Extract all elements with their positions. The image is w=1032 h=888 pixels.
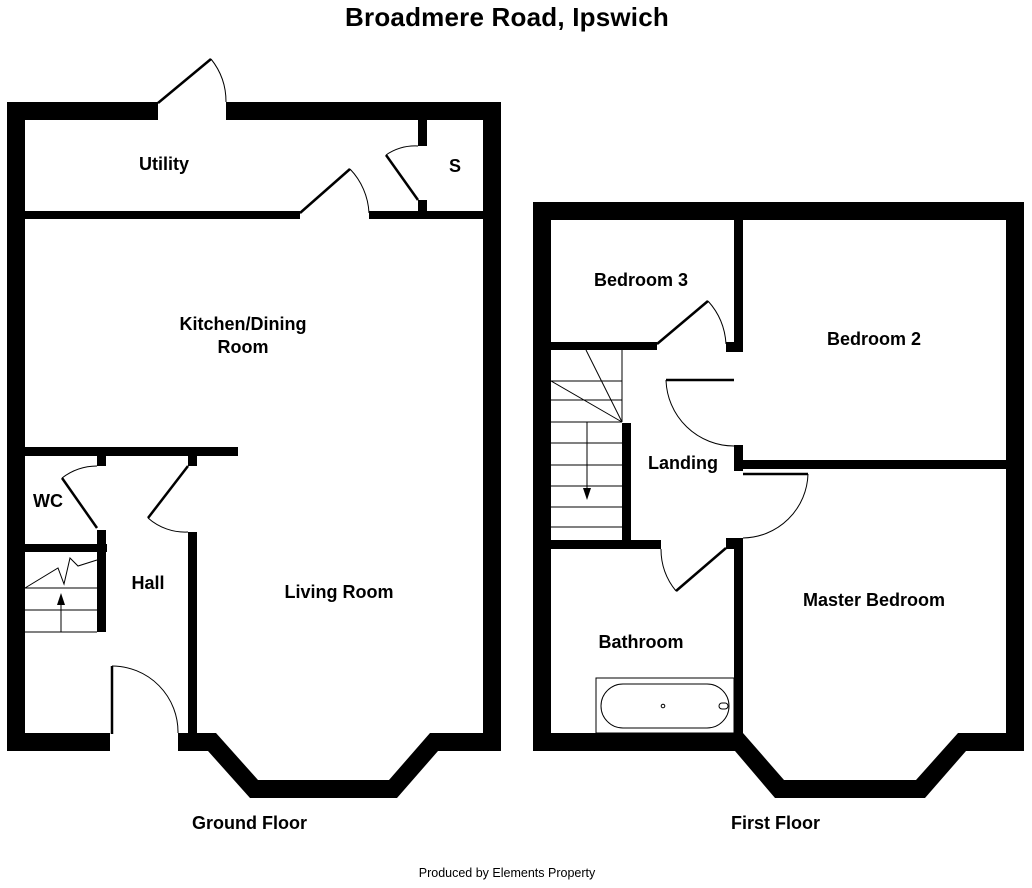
room-label-hall: Hall: [131, 573, 165, 593]
plan-title: Broadmere Road, Ipswich: [345, 2, 669, 32]
room-label-utility: Utility: [138, 154, 189, 174]
gf-wall-bottom-left: [7, 733, 110, 751]
credit-text: Produced by Elements Property: [418, 866, 596, 880]
gf-wall-right: [483, 102, 501, 751]
room-label-landing: Landing: [648, 453, 718, 473]
ground-floor-plan: [7, 102, 501, 798]
room-label-kitchen-dining: Kitchen/Dining Room: [179, 314, 307, 357]
ff-stair-wall: [622, 423, 631, 548]
ff-bath-door-swing: [660, 548, 677, 592]
ff-bath-tub: [595, 677, 735, 734]
ff-bath-door-leaf: [675, 547, 727, 592]
gf-wc-door-jamb: [97, 456, 106, 466]
gf-wc-door-leaf: [60, 477, 99, 529]
ff-wall-right: [1006, 202, 1024, 751]
ff-master-wall-left: [734, 538, 743, 733]
ground-floor-caption: Ground Floor: [192, 813, 307, 833]
ff-stair-winder: [550, 380, 623, 423]
ff-wall-left: [533, 202, 551, 751]
ff-wall-top: [533, 202, 1024, 220]
gf-wall-top-right: [226, 102, 501, 120]
gf-stair-break-line: [24, 557, 98, 589]
gf-stair-wall: [97, 530, 106, 632]
first-floor-caption: First Floor: [731, 813, 820, 833]
ff-bay-wall: [735, 733, 966, 798]
gf-store-door-leaf: [384, 154, 420, 201]
gf-wc-wall: [25, 544, 107, 552]
room-label-store: S: [448, 156, 461, 176]
first-floor-details: [550, 300, 809, 734]
gf-back-door-swing: [210, 58, 227, 103]
ff-bed3-door-jamb: [726, 342, 735, 352]
ff-bath-wall: [551, 540, 661, 549]
ground-floor-details: [24, 58, 420, 734]
ff-bed3-door-leaf: [656, 300, 709, 345]
ff-bed2-door-swing: [665, 379, 735, 447]
gf-front-door-swing: [111, 665, 179, 734]
room-label-bedroom-2: Bedroom 2: [826, 329, 922, 349]
gf-living-door-swing: [147, 517, 189, 533]
gf-store-door-swing: [385, 145, 419, 156]
ff-bed3-door-swing: [707, 300, 727, 345]
gf-bay-wall: [195, 733, 451, 798]
first-floor-plan: [533, 202, 1024, 798]
gf-kitchen-partition: [25, 447, 238, 456]
ff-master-door-swing: [742, 473, 809, 539]
ff-stair-winder: [585, 349, 623, 423]
room-label-living-room: Living Room: [284, 582, 394, 602]
gf-wall-top-left: [7, 102, 158, 120]
gf-living-door-leaf: [147, 465, 189, 519]
ff-bath-tub-inner: [600, 683, 730, 729]
gf-wall-left: [7, 102, 25, 751]
ff-wall-bottom-left: [533, 733, 743, 751]
gf-wc-door-swing: [61, 465, 98, 479]
gf-kitchen-door-leaf: [299, 168, 351, 214]
gf-store-wall-upper: [418, 120, 427, 146]
ff-stair-arrow-icon: [583, 488, 591, 500]
ff-master-wall: [743, 460, 1006, 469]
ff-bed3-wall: [551, 342, 657, 350]
gf-stair-arrow-icon: [57, 593, 65, 605]
gf-utility-wall-left: [25, 211, 300, 219]
ff-bath-drain-icon: [660, 703, 666, 709]
ff-bed2-wall-lower: [734, 445, 743, 471]
ff-bath-tap-icon: [718, 702, 729, 710]
room-label-master-bedroom: Master Bedroom: [802, 590, 946, 610]
gf-kitchen-door-swing: [349, 168, 370, 214]
gf-hall-door-jamb: [188, 456, 197, 466]
room-label-bathroom: Bathroom: [598, 632, 684, 652]
gf-store-wall-lower: [418, 200, 427, 219]
room-label-wc: WC: [33, 491, 63, 511]
room-label-bedroom-3: Bedroom 3: [593, 270, 689, 290]
gf-living-wall: [188, 532, 197, 733]
ff-wall-bottom-right: [958, 733, 1024, 751]
ff-bed2-wall-upper: [734, 220, 743, 352]
gf-back-door-leaf: [157, 58, 212, 104]
ff-bath-door-jamb: [726, 538, 735, 549]
